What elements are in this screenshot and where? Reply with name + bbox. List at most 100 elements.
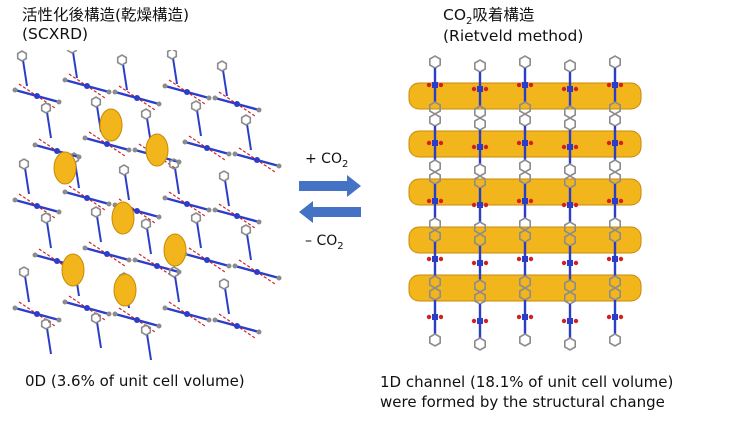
void-pocket — [61, 253, 85, 287]
metal-node — [612, 256, 618, 262]
reversible-arrows — [299, 175, 361, 223]
bond — [172, 57, 178, 85]
oxygen-atom — [573, 260, 579, 266]
metal-node — [477, 260, 483, 266]
metal-node — [567, 318, 573, 324]
metal-node — [432, 256, 438, 262]
metal-node — [567, 202, 573, 208]
metal-node — [567, 260, 573, 266]
co2-adsorption-label-text: + CO — [305, 151, 342, 167]
oxygen-atom — [528, 256, 534, 262]
aromatic-ring — [474, 337, 486, 351]
void-pocket — [145, 133, 169, 167]
metal-node — [477, 202, 483, 208]
void-pocket — [113, 273, 137, 307]
oxygen-atom — [528, 314, 534, 320]
aromatic-ring — [564, 59, 576, 73]
metal-node — [254, 269, 260, 275]
bond — [246, 233, 252, 261]
oxygen-atom — [561, 144, 567, 150]
oxygen-atom — [528, 82, 534, 88]
aromatic-ring — [40, 102, 52, 114]
metal-node — [567, 144, 573, 150]
metal-node — [254, 157, 260, 163]
carbon-atom — [32, 142, 38, 148]
bond — [96, 215, 102, 243]
oxygen-atom — [618, 314, 624, 320]
oxygen-atom — [561, 260, 567, 266]
void-pocket — [99, 108, 123, 142]
carbon-atom — [156, 323, 162, 329]
carbon-atom — [156, 214, 162, 220]
co2-adsorption-label: + CO2 — [305, 150, 348, 170]
carbon-atom — [106, 311, 112, 317]
carbon-atom — [106, 89, 112, 95]
right-panel-title: CO2吸着構造 (Rietveld method) — [443, 6, 583, 46]
oxygen-atom — [528, 140, 534, 146]
oxygen-atom — [618, 82, 624, 88]
metal-node — [134, 317, 140, 323]
aromatic-ring — [519, 159, 531, 173]
metal-node — [104, 141, 110, 147]
aromatic-ring — [609, 159, 621, 173]
metal-node — [184, 89, 190, 95]
oxygen-atom — [618, 140, 624, 146]
carbon-atom — [232, 263, 238, 269]
bond — [174, 275, 180, 303]
oxygen-atom — [606, 256, 612, 262]
metal-node — [34, 203, 40, 209]
aromatic-ring — [90, 96, 102, 108]
metal-node — [522, 198, 528, 204]
aromatic-ring — [18, 158, 30, 170]
aromatic-ring — [218, 278, 230, 290]
metal-node — [204, 257, 210, 263]
carbon-atom — [226, 263, 232, 269]
aromatic-ring — [168, 158, 180, 170]
oxygen-atom — [438, 140, 444, 146]
reverse-arrow — [299, 201, 361, 223]
aromatic-ring — [90, 312, 102, 324]
aromatic-ring — [474, 163, 486, 177]
oxygen-atom — [426, 82, 432, 88]
metal-node — [612, 198, 618, 204]
metal-node — [612, 82, 618, 88]
oxygen-atom — [561, 202, 567, 208]
metal-node — [154, 263, 160, 269]
metal-node — [134, 95, 140, 101]
aromatic-ring — [609, 113, 621, 127]
carbon-atom — [162, 305, 168, 311]
bond — [72, 51, 78, 79]
bond — [46, 111, 52, 139]
metal-node — [432, 140, 438, 146]
metal-node — [477, 144, 483, 150]
carbon-atom — [62, 189, 68, 195]
oxygen-atom — [426, 314, 432, 320]
oxygen-atom — [438, 256, 444, 262]
carbon-atom — [112, 311, 118, 317]
metal-node — [477, 318, 483, 324]
co2-desorption-label: – CO2 — [305, 232, 344, 252]
carbon-atom — [132, 257, 138, 263]
aromatic-ring — [190, 100, 202, 112]
oxygen-atom — [561, 86, 567, 92]
aromatic-ring — [140, 324, 152, 336]
oxygen-atom — [528, 198, 534, 204]
aromatic-ring — [519, 333, 531, 347]
aromatic-ring — [240, 224, 252, 236]
bond — [224, 179, 230, 207]
oxygen-atom — [438, 198, 444, 204]
void-pocket — [111, 201, 135, 235]
right-title-subscript: 2 — [466, 16, 473, 27]
oxygen-atom — [606, 198, 612, 204]
bond — [174, 167, 180, 195]
oxygen-atom — [561, 318, 567, 324]
metal-node — [522, 140, 528, 146]
oxygen-atom — [483, 202, 489, 208]
metal-node — [134, 208, 140, 214]
right-title-line1: CO2吸着構造 — [443, 6, 583, 27]
aromatic-ring — [216, 60, 228, 72]
carbon-atom — [206, 95, 212, 101]
aromatic-ring — [564, 163, 576, 177]
carbon-atom — [56, 99, 62, 105]
aromatic-ring — [474, 59, 486, 73]
